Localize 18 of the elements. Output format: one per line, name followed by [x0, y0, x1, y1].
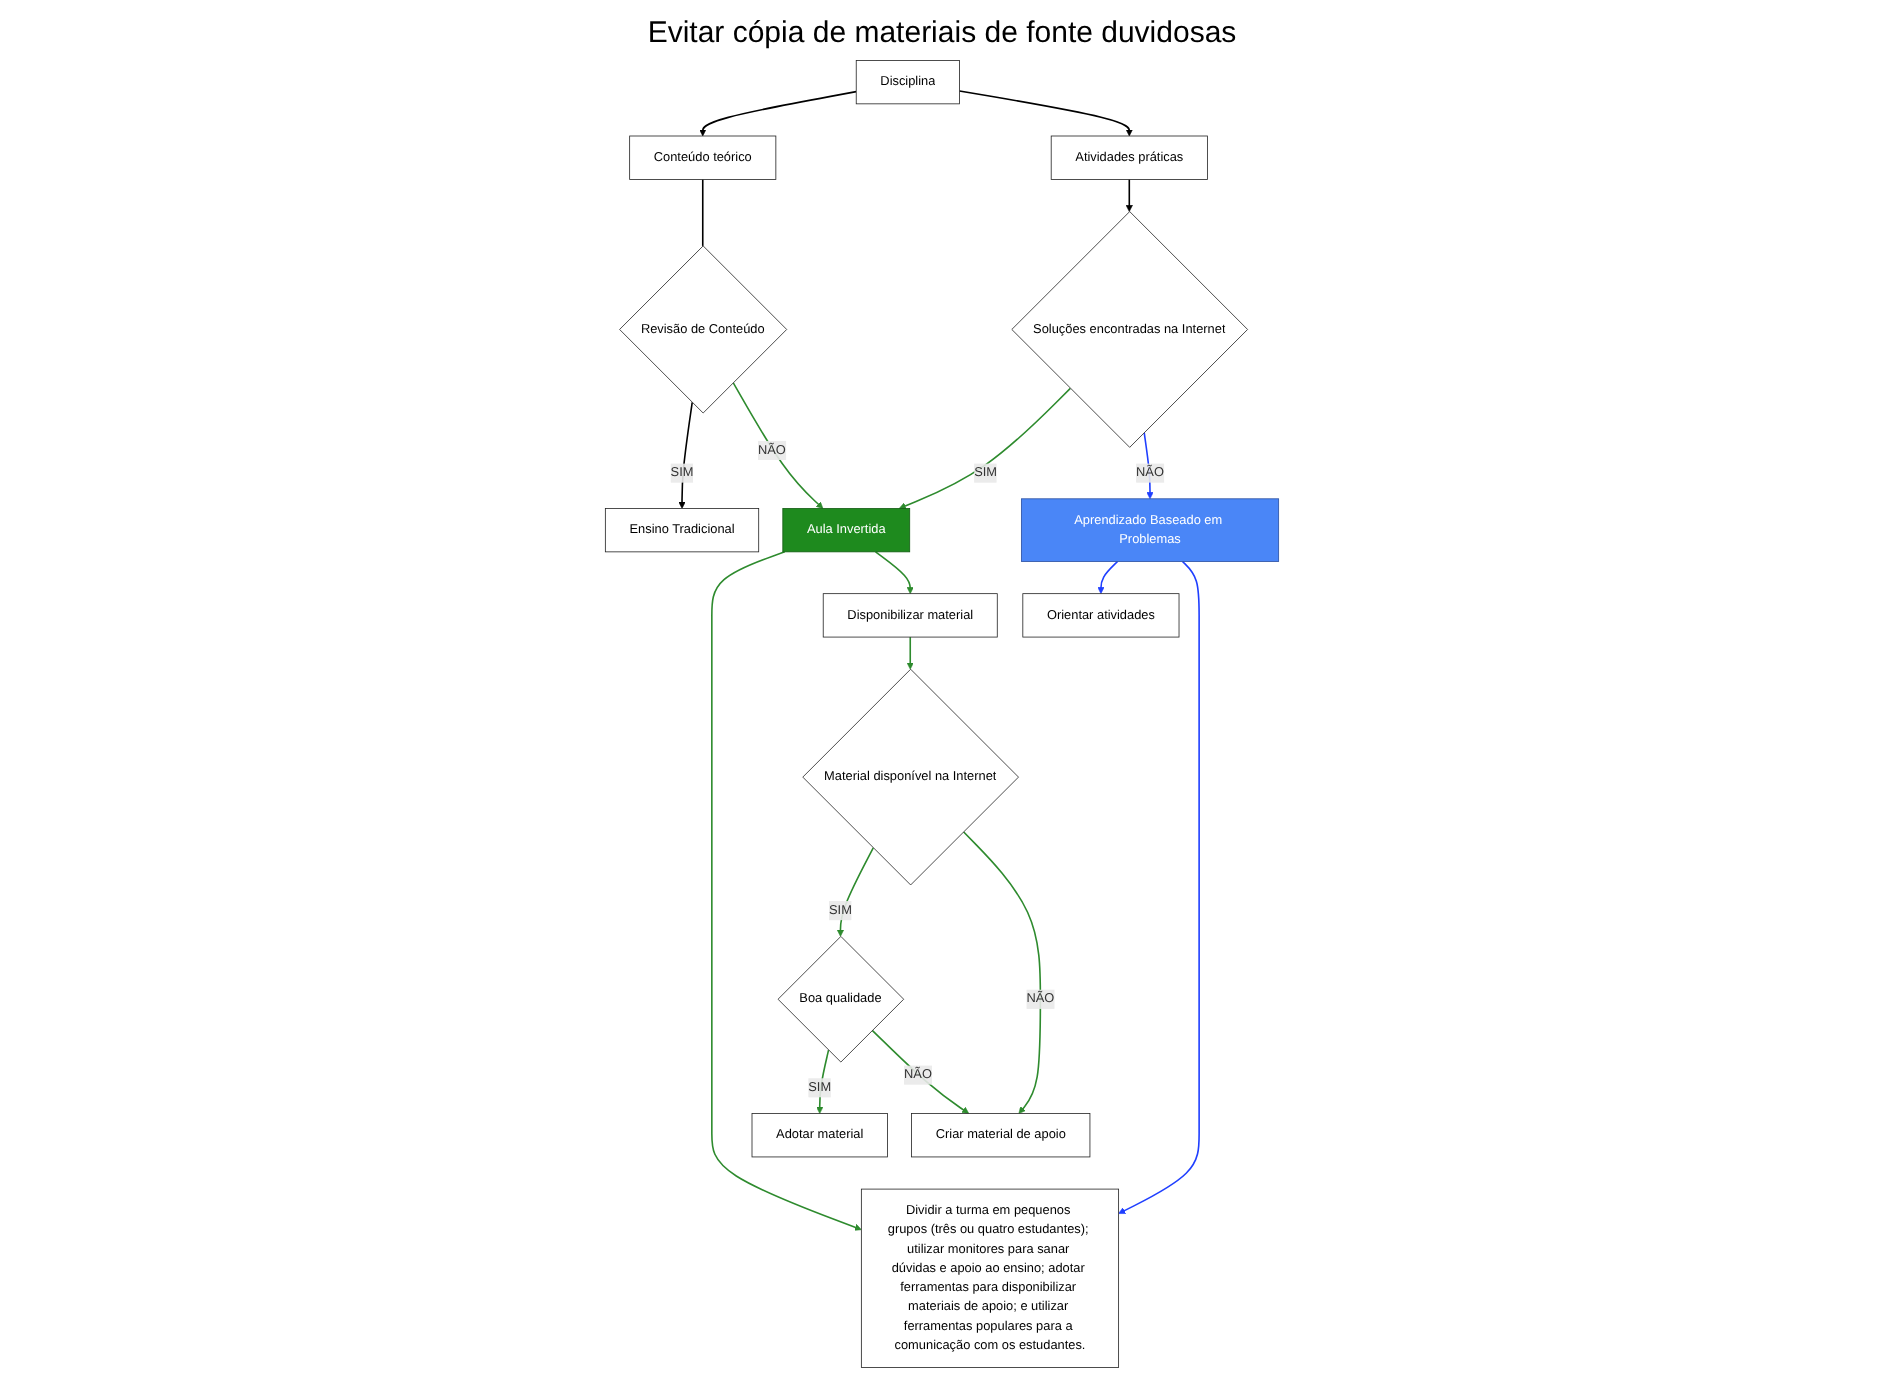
arrow — [906, 636, 914, 670]
arrow — [962, 830, 1042, 1114]
arrow — [678, 401, 693, 509]
connector — [701, 178, 704, 247]
arrow — [871, 1029, 970, 1114]
arrow — [836, 847, 875, 937]
arrow — [711, 551, 862, 1231]
arrow — [732, 381, 824, 509]
arrow — [816, 1049, 830, 1114]
arrow — [874, 551, 914, 594]
arrow — [1125, 178, 1133, 212]
arrow — [1097, 560, 1119, 594]
arrow — [699, 90, 858, 137]
arrow — [958, 90, 1133, 137]
arrow — [898, 387, 1072, 510]
note-text: Evitar cópia de materiais de fonte duvidosas — [647, 16, 1237, 50]
arrow — [1143, 431, 1154, 500]
arrow — [1118, 560, 1200, 1214]
